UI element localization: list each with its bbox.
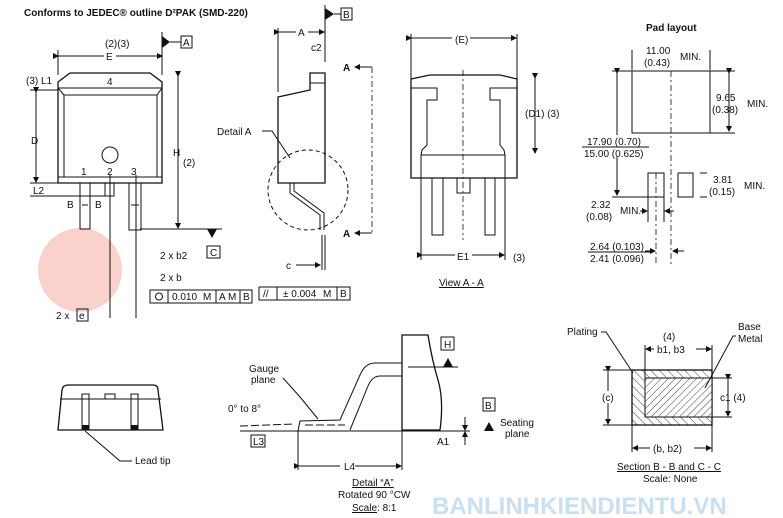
b1-note: (4) [663,332,675,343]
bb2-label: (b, b2) [653,444,682,455]
front-view: (2)(3) E A (3) L1 4 D L2 1 2 3 B B H (2)… [26,32,253,322]
e-pitch-prefix: 2 x [56,311,69,322]
lead-pad-2 [677,172,694,198]
detail-a-caption: Detail “A” [352,478,394,489]
d-label: D [31,136,38,147]
pad-width-min: MIN. [680,52,701,63]
svg-text:Scale: 8:1: Scale: 8:1 [352,503,397,514]
pad-width-in: (0.43) [644,58,670,69]
pin-3-label: 3 [131,167,137,178]
detail-datum-h: H [444,340,451,351]
pad-height-in: (0.38) [712,105,738,116]
page-title: Conforms to JEDEC® outline D²PAK (SMD-22… [24,8,248,19]
pad-width-mm: 11.00 [646,46,671,57]
section-scale: Scale: None [643,474,698,485]
angle-label: 0° to 8° [228,404,261,415]
watermark-text: BANLINHKIENDIENTU.VN [432,493,727,518]
datum-b: B [343,10,350,21]
pad-h-mm: 3.81 [713,175,733,186]
fcf-datum2: B [243,292,250,303]
section-b-b: Plating Base Metal (4) b1, b3 (c) c1 (4)… [567,322,762,485]
c1-label: c1 (4) [720,393,746,404]
datum-a: A [183,38,190,49]
seating-label-2: plane [505,429,530,440]
detail-a-callout: Detail A [217,127,252,138]
fcf2-datum: B [340,289,347,300]
b2-label: 2 x b2 [160,251,188,262]
d1-label: (D1) (3) [525,109,559,120]
b-label: 2 x b [160,273,182,284]
a-dim-label: A [298,28,305,39]
l1-label: (3) L1 [26,76,53,87]
tab-label: 4 [107,77,113,88]
lead-tip-view: Lead tip [57,384,171,467]
seating-label-1: Seating [500,418,534,429]
e-ref-label: (E) [455,35,468,46]
e1-label: E1 [457,252,470,263]
total-max: 17.90 (0.70) [587,137,641,148]
c-thickness-label: (c) [602,393,614,404]
section-b-right: B [95,200,102,211]
datum-c: C [210,248,217,259]
c-label: c [286,261,291,272]
fcf2-mod: M [323,289,331,300]
gauge-label-1: Gauge [249,364,279,375]
parallel-icon: // [263,289,269,300]
pad-layout-title: Pad layout [646,23,697,34]
e-pitch: e [79,311,85,322]
watermark-logo-icon [38,228,122,312]
pad-layout: Pad layout 11.00 (0.43) MIN. 9.65 (0.38)… [582,23,768,265]
pin-1-label: 1 [81,167,87,178]
section-caption: Section B - B and C - C [617,462,721,473]
section-a-bottom: A [343,229,350,240]
position-icon [155,292,163,301]
h-label: H [173,148,180,159]
gauge-label-2: plane [251,375,276,386]
l4-label: L4 [344,462,356,473]
fcf-datum1: A [219,292,226,303]
total-min: 15.00 (0.625) [584,149,644,160]
c2-label: c2 [311,43,322,54]
plating-label: Plating [567,327,598,338]
parallelism-tolerance-frame: // ± 0.004 M B [258,286,351,301]
fcf2-tolerance: ± 0.004 [283,289,317,300]
view-aa-caption: View A - A [439,278,484,289]
lead-tip-label: Lead tip [135,456,171,467]
a1-label: A1 [437,437,450,448]
h-note: (2) [183,158,195,169]
section-a-top: A [343,63,350,74]
detail-a: H B Seating plane Gauge plane 0° to 8° L… [228,334,534,514]
e1-note: (3) [513,253,525,264]
view-a-a: (E) (D1) (3) E1 (3) View A - A [406,34,559,289]
pad-h-in: (0.15) [709,187,735,198]
pad-height-min: MIN. [747,99,768,110]
fcf-tolerance: 0.010 [172,292,197,303]
pad-height-mm: 9.65 [716,93,736,104]
l2-label: L2 [33,186,45,197]
side-view: B A c2 Detail A A A c // ± 0.004 M B [217,5,373,301]
pad-w-min: MIN. [620,206,641,217]
b1b3-label: b1, b3 [657,345,685,356]
fcf-mod1: M [203,292,211,303]
pad-w-in: (0.08) [586,212,612,223]
base-metal-label-1: Base [738,322,761,333]
e-label: E [106,52,113,63]
base-metal-label-2: Metal [738,334,762,345]
l3-label: L3 [253,437,265,448]
pad-w-mm: 2.32 [591,200,611,211]
pad-h-min: MIN. [744,181,765,192]
e-note: (2)(3) [105,39,129,50]
detail-a-rotation: Rotated 90 °CW [338,490,411,501]
pin-2-label: 2 [107,167,113,178]
fcf-mod2: M [228,292,236,303]
watermark: BANLINHKIENDIENTU.VN [38,228,727,518]
pitch-min: 2.41 (0.096) [590,254,644,265]
position-tolerance-frame: 0.010 M A M B [149,289,253,304]
detail-scale-label: Scale [352,503,377,514]
detail-datum-b: B [485,401,492,412]
section-b-left: B [67,200,74,211]
pitch-max: 2.64 (0.103) [590,242,644,253]
detail-scale-value: : 8:1 [377,503,397,514]
